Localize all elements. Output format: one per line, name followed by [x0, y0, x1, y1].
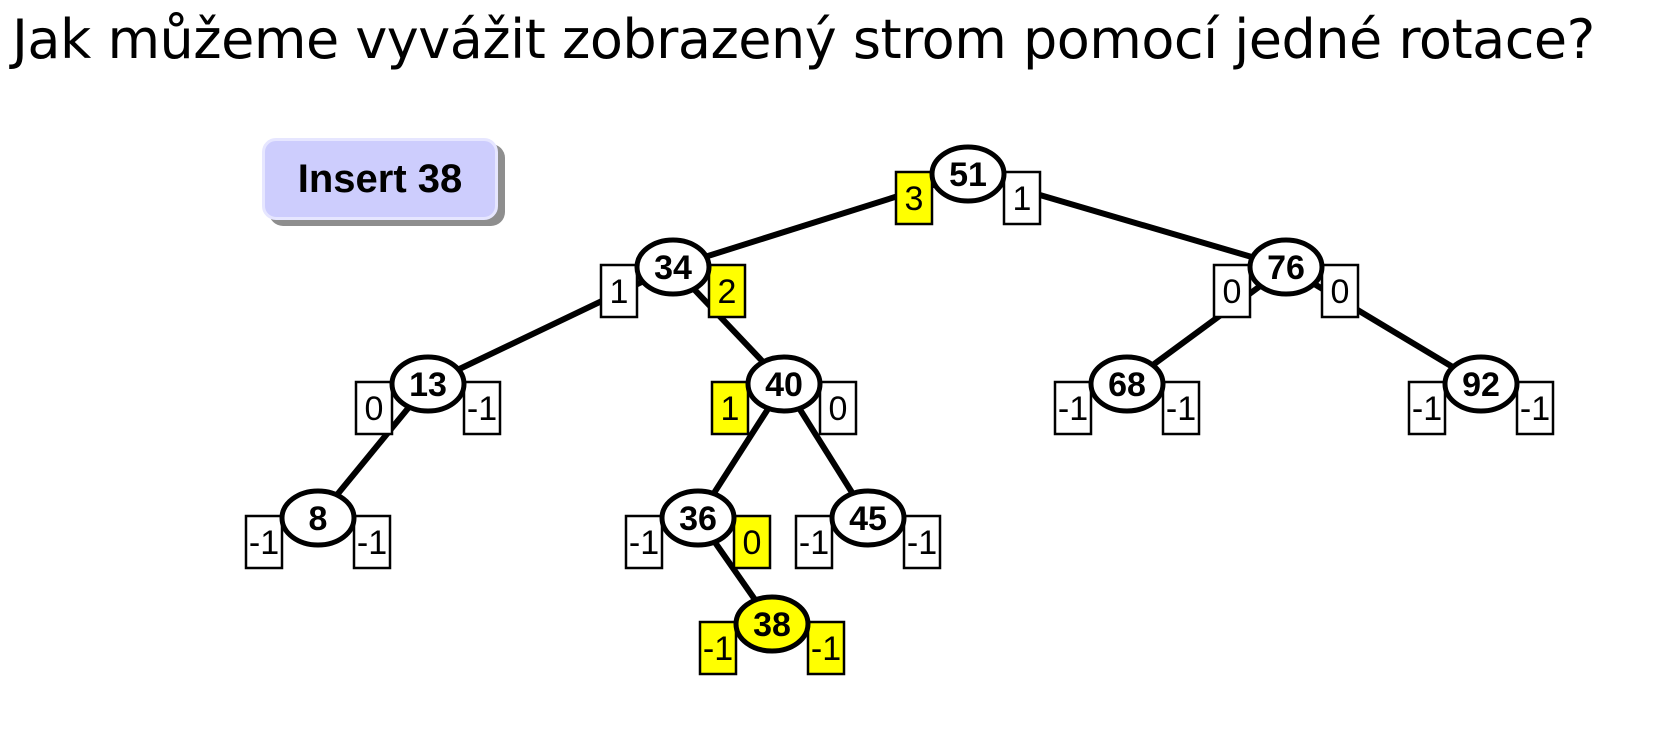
left-height-box [698, 620, 738, 676]
edge-n76-n92 [1284, 264, 1483, 387]
node-key-label: 92 [1462, 366, 1500, 404]
right-height-box [1161, 380, 1201, 436]
tree-node-34: 1 2 34 [599, 237, 747, 319]
right-height-label: -1 [1166, 390, 1196, 428]
node-ellipse [1247, 237, 1325, 297]
right-height-box [462, 380, 502, 436]
right-height-label: 0 [829, 390, 848, 428]
node-ellipse [1442, 354, 1520, 414]
right-height-box [707, 263, 747, 319]
right-height-label: 1 [1013, 180, 1032, 218]
right-height-label: -1 [907, 524, 937, 562]
node-ellipse [929, 144, 1007, 204]
right-height-label: -1 [1520, 390, 1550, 428]
left-height-label: -1 [629, 524, 659, 562]
left-height-box [1407, 380, 1447, 436]
page-title: Jak můžeme vyvážit zobrazený strom pomoc… [12, 8, 1595, 71]
tree-node-36: -1 0 36 [624, 488, 772, 570]
node-key-label: 13 [409, 366, 447, 404]
node-ellipse [745, 354, 823, 414]
tree-node-38: -1 -1 38 [698, 594, 846, 676]
node-ellipse [829, 488, 907, 548]
left-height-box [244, 514, 284, 570]
tree-node-51: 3 1 51 [894, 144, 1042, 226]
right-height-box [1002, 170, 1042, 226]
right-height-label: -1 [357, 524, 387, 562]
left-height-box [1212, 263, 1252, 319]
tree-node-68: -1 -1 68 [1053, 354, 1201, 436]
right-height-box [1320, 263, 1360, 319]
node-key-label: 38 [753, 606, 791, 644]
left-height-box [794, 514, 834, 570]
right-height-label: -1 [467, 390, 497, 428]
tree-node-76: 0 0 76 [1212, 237, 1360, 319]
left-height-label: 3 [905, 180, 924, 218]
right-height-label: 0 [1331, 273, 1350, 311]
node-ellipse [1088, 354, 1166, 414]
left-height-label: -1 [799, 524, 829, 562]
right-height-box [806, 620, 846, 676]
left-height-label: 0 [1223, 273, 1242, 311]
left-height-box [894, 170, 934, 226]
node-key-label: 51 [949, 156, 987, 194]
tree-node-8: -1 -1 8 [244, 488, 392, 570]
left-height-box [599, 263, 639, 319]
node-ellipse [279, 488, 357, 548]
left-height-label: 1 [721, 390, 740, 428]
left-height-label: -1 [703, 630, 733, 668]
right-height-box [902, 514, 942, 570]
left-height-box [1053, 380, 1093, 436]
right-height-label: 2 [718, 273, 737, 311]
node-key-label: 36 [679, 500, 717, 538]
tree-node-92: -1 -1 92 [1407, 354, 1555, 436]
left-height-label: -1 [1058, 390, 1088, 428]
node-key-label: 68 [1108, 366, 1146, 404]
left-height-label: -1 [1412, 390, 1442, 428]
left-height-label: 0 [365, 390, 384, 428]
node-ellipse [733, 594, 811, 654]
node-key-label: 45 [849, 500, 887, 538]
right-height-box [818, 380, 858, 436]
tree-node-40: 1 0 40 [710, 354, 858, 436]
right-height-box [732, 514, 772, 570]
left-height-box [710, 380, 750, 436]
right-height-box [352, 514, 392, 570]
right-height-box [1515, 380, 1555, 436]
node-ellipse [389, 354, 467, 414]
left-height-box [624, 514, 664, 570]
right-height-label: -1 [811, 630, 841, 668]
left-height-label: 1 [610, 273, 629, 311]
left-height-label: -1 [249, 524, 279, 562]
left-height-box [354, 380, 394, 436]
tree-node-13: 0 -1 13 [354, 354, 502, 436]
node-key-label: 40 [765, 366, 803, 404]
node-ellipse [634, 237, 712, 297]
right-height-label: 0 [743, 524, 762, 562]
node-key-label: 76 [1267, 249, 1305, 287]
insert-operation-label: Insert 38 [262, 138, 498, 220]
node-ellipse [659, 488, 737, 548]
tree-node-45: -1 -1 45 [794, 488, 942, 570]
node-key-label: 8 [309, 500, 328, 538]
node-key-label: 34 [654, 249, 692, 287]
